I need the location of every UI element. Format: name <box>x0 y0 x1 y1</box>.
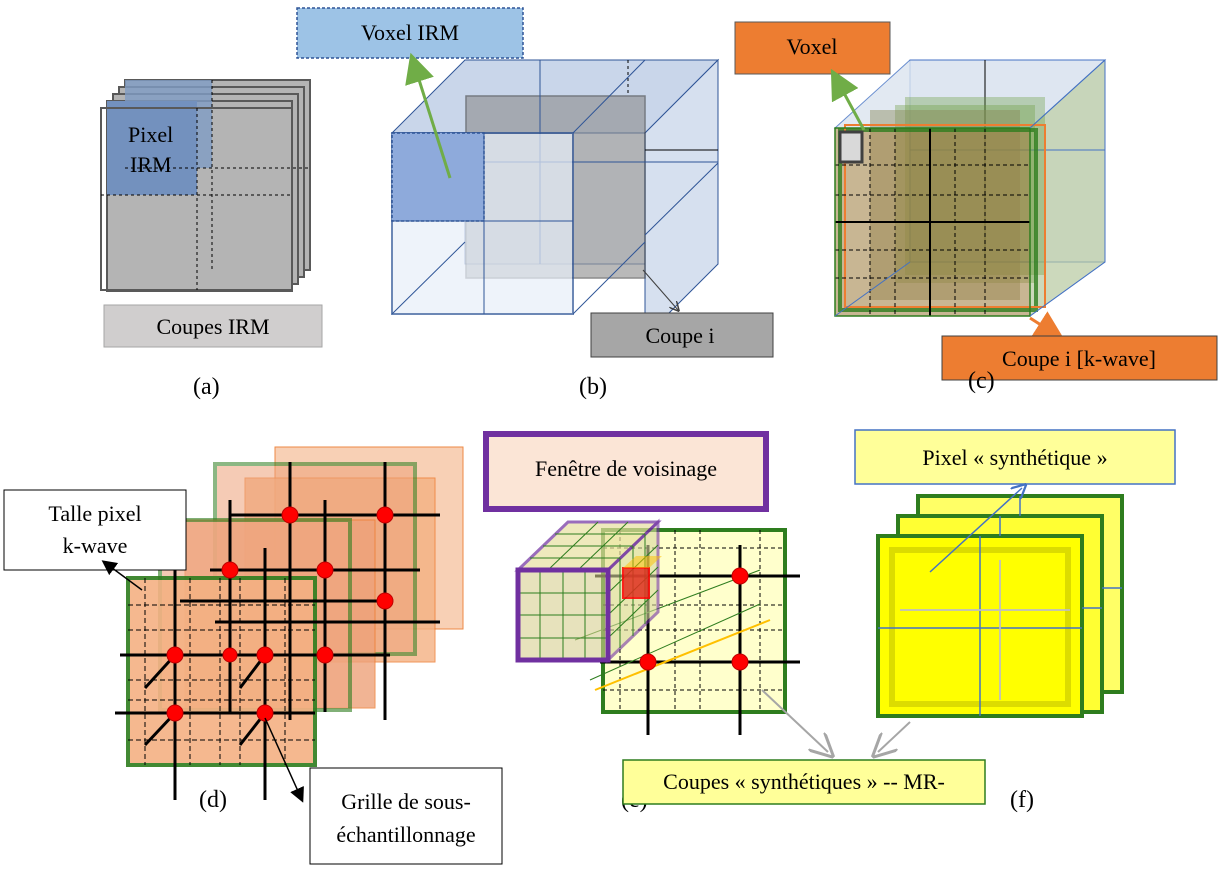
subsampling-dashed-grid <box>128 578 315 765</box>
coupe-i-kwave-box: Coupe i [k-wave] <box>941 335 1218 381</box>
sample-point <box>731 567 749 585</box>
pixel-irm-label-line1: Pixel <box>128 122 173 147</box>
sample-point <box>376 592 394 610</box>
caption-b: (b) <box>579 374 607 400</box>
sample-point <box>256 646 274 664</box>
kwave-voxel-cube <box>833 58 1107 317</box>
sample-point <box>222 647 238 663</box>
fenetre-label: Fenêtre de voisinage <box>535 456 717 481</box>
pixel-synth-label: Pixel « synthétique » <box>922 445 1107 470</box>
grille-arrow <box>264 717 304 803</box>
coupe-i-arrow <box>642 269 678 310</box>
subsampling-solid-grid <box>115 462 440 800</box>
sample-point <box>316 561 334 579</box>
pixel-irm-label-line2: IRM <box>130 152 172 177</box>
panel-b: Voxel IRM <box>296 7 774 400</box>
central-voxel <box>622 567 650 599</box>
voxel-label: Voxel <box>787 34 838 59</box>
panel-f: Pixel « synthétique » (f) <box>854 429 1176 813</box>
sample-point <box>166 704 184 722</box>
caption-d: (d) <box>199 787 227 813</box>
sample-point <box>639 653 657 671</box>
neighbourhood-window <box>514 518 662 664</box>
voxel-box: Voxel <box>734 21 891 75</box>
voxel-irm-highlight <box>391 132 485 222</box>
caption-a: (a) <box>193 374 220 400</box>
sample-point <box>221 561 239 579</box>
subsampling-slices <box>126 446 464 767</box>
taille-pixel-label-line2: k-wave <box>63 533 128 558</box>
coupes-synth-box: Coupes « synthétiques » -- MR- <box>622 759 986 805</box>
voxel-irm-arrow <box>405 52 452 179</box>
sample-point <box>376 506 394 524</box>
coupes-irm-box: Coupes IRM <box>103 304 323 348</box>
mri-voxel-cube <box>390 58 720 339</box>
grille-label-line2: échantillonnage <box>336 822 475 847</box>
coupe-i-label: Coupe i <box>645 323 714 348</box>
coupes-synth-arrow-f <box>878 721 911 752</box>
fenetre-box: Fenêtre de voisinage <box>483 431 769 512</box>
grille-label-line1: Grille de sous- <box>341 789 471 814</box>
sample-point <box>256 704 274 722</box>
sample-point <box>166 646 184 664</box>
panel-a: Pixel IRM Coupes IRM (a) <box>100 79 323 400</box>
voxel-irm-label: Voxel IRM <box>361 20 459 45</box>
voxel-irm-box: Voxel IRM <box>296 7 524 59</box>
taille-pixel-arrow <box>101 560 143 591</box>
voxel-arrow <box>830 68 866 131</box>
pixel-irm-highlight <box>107 101 197 195</box>
pixel-synth-arrow <box>929 488 1022 573</box>
mri-slice-stack <box>100 79 311 292</box>
coupe-i-box: Coupe i <box>590 312 774 358</box>
coupes-irm-label: Coupes IRM <box>156 314 269 339</box>
voxel-highlight <box>838 130 864 164</box>
coupes-synth-arrow-e <box>761 689 828 752</box>
synthetic-slices-f <box>876 494 1124 718</box>
pixel-synth-box: Pixel « synthétique » <box>854 429 1176 485</box>
subsampling-points <box>166 506 394 722</box>
sample-point <box>316 646 334 664</box>
caption-f: (f) <box>1010 787 1034 813</box>
caption-c: (c) <box>968 368 995 394</box>
coupe-i-kwave-arrow <box>1029 311 1065 341</box>
sample-point <box>731 653 749 671</box>
panel-c: Voxel <box>734 21 1218 394</box>
grille-box: Grille de sous- échantillonnage <box>309 767 503 865</box>
taille-pixel-box: Talle pixel k-wave <box>3 489 187 571</box>
coupe-i-kwave-label: Coupe i [k-wave] <box>1002 346 1156 371</box>
panel-e: Fenêtre de voisinage <box>483 431 800 813</box>
coupes-synth-label: Coupes « synthétiques » -- MR- <box>663 769 945 794</box>
taille-pixel-label-line1: Talle pixel <box>48 501 141 526</box>
sample-point <box>281 506 299 524</box>
panel-d: Talle pixel k-wave Grille de sous- échan… <box>3 446 503 865</box>
